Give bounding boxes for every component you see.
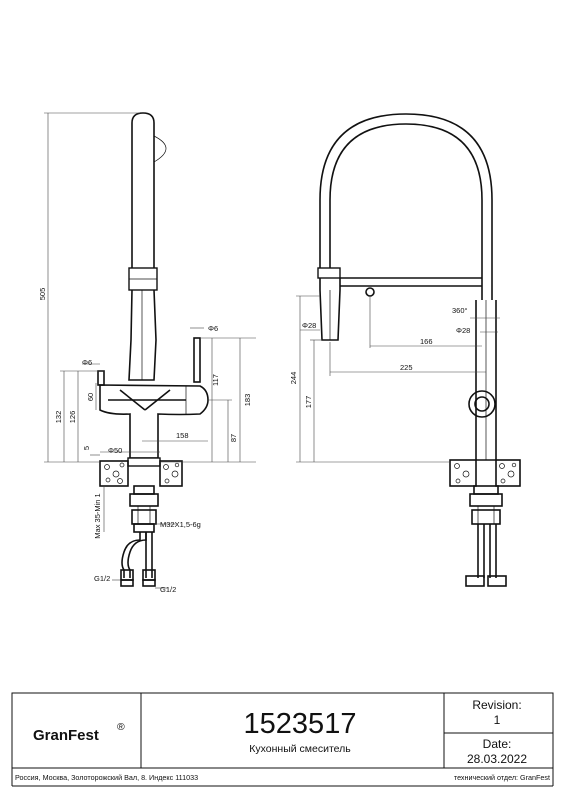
front-view-dimensions <box>296 295 500 463</box>
product-name: Кухонный смеситель <box>249 743 351 755</box>
dim-60: 60 <box>86 393 95 401</box>
dim-117: 117 <box>211 374 220 386</box>
dim-177: 177 <box>304 396 313 409</box>
side-view-drawing <box>97 112 209 587</box>
dim-166: 166 <box>420 337 433 346</box>
technical-department: технический отдел: GranFest <box>454 773 550 782</box>
dim-phi28-left: Φ28 <box>302 321 316 330</box>
revision-value: 1 <box>494 713 501 727</box>
dim-126: 126 <box>68 411 77 424</box>
brand-logo: GranFest <box>33 727 99 744</box>
side-view-dimension-labels: 505 Φ6 Φ6 60 132 126 117 183 87 158 5 Φ5… <box>38 288 252 594</box>
dim-87: 87 <box>229 434 238 442</box>
title-block: GranFest ® 1523517 Кухонный смеситель Re… <box>11 692 554 787</box>
side-view-dimensions <box>44 112 256 589</box>
dim-phi50: Φ50 <box>108 446 122 455</box>
dim-244: 244 <box>289 372 298 385</box>
dim-phi6-top: Φ6 <box>208 324 218 333</box>
counter-section-right <box>449 459 521 487</box>
front-view-dimension-labels: 244 177 Φ28 360° Φ28 166 225 <box>289 306 470 408</box>
dim-183: 183 <box>243 394 252 407</box>
dim-phi28-right: Φ28 <box>456 326 470 335</box>
dim-g-left: G1/2 <box>94 574 110 583</box>
dim-max-min: Max 35-Min 1 <box>93 493 102 538</box>
dim-thread: M32X1,5-6g <box>160 520 201 529</box>
dim-132: 132 <box>54 411 63 424</box>
dim-505: 505 <box>38 288 47 301</box>
dim-158: 158 <box>176 431 189 440</box>
brand-registered-mark: ® <box>117 721 125 733</box>
dim-5: 5 <box>82 446 91 450</box>
dim-225: 225 <box>400 363 413 372</box>
front-view-drawing <box>317 113 521 587</box>
revision-label: Revision: <box>472 698 521 712</box>
date-label: Date: <box>483 737 512 751</box>
dim-phi6-left: Φ6 <box>82 358 92 367</box>
dim-360: 360° <box>452 306 468 315</box>
counter-section-left <box>99 460 183 487</box>
product-number: 1523517 <box>244 708 357 740</box>
company-address: Россия, Москва, Золоторожский Вал, 8. Ин… <box>15 773 198 782</box>
dim-g-right: G1/2 <box>160 585 176 594</box>
date-value: 28.03.2022 <box>467 752 527 766</box>
